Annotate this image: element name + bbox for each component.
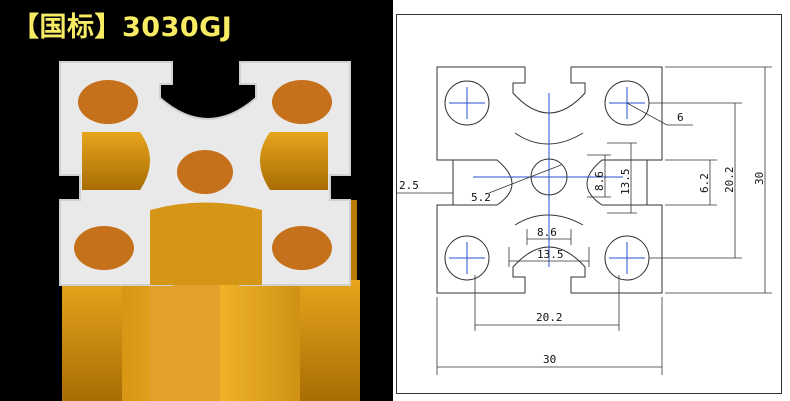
profile-side-left <box>62 280 122 401</box>
cross-section-drawing: 30 20.2 30 20.2 6.2 13.5 8.6 8.6 13.5 2.… <box>397 66 772 375</box>
profile-side-right <box>300 280 360 401</box>
dim-overall-width: 30 <box>543 353 556 366</box>
dim-inner-h: 8.6 <box>593 171 606 191</box>
page-title: 【国标】3030GJ <box>12 12 233 43</box>
dimension-lines <box>397 66 772 375</box>
centerlines <box>449 87 645 274</box>
drawing-panel: 30 20.2 30 20.2 6.2 13.5 8.6 8.6 13.5 2.… <box>396 14 782 394</box>
slot-right <box>260 132 328 190</box>
slot-left <box>82 132 150 190</box>
dim-center-bore: 5.2 <box>471 191 491 204</box>
dim-radius: 6 <box>677 111 684 124</box>
dim-slot-gap: 6.2 <box>698 173 711 193</box>
dim-outer-v: 13.5 <box>537 248 564 261</box>
slot-bottom <box>150 202 262 285</box>
bore-center <box>177 150 233 194</box>
aluminium-profile-photo <box>59 61 360 401</box>
bore-bottom-left <box>74 226 134 270</box>
dim-hole-pitch-v: 20.2 <box>723 167 736 194</box>
dim-slot-wall: 2.5 <box>399 179 419 192</box>
drawing-bores <box>444 80 650 281</box>
bore-top-right <box>272 80 332 124</box>
dim-inner-v: 8.6 <box>537 226 557 239</box>
bore-bottom-right <box>272 226 332 270</box>
bore-top-left <box>78 80 138 124</box>
product-photo-panel: 【国标】3030GJ <box>0 0 393 401</box>
dim-outer-h: 13.5 <box>619 169 632 196</box>
dim-overall-height: 30 <box>753 172 766 185</box>
dim-hole-pitch-h: 20.2 <box>536 311 563 324</box>
